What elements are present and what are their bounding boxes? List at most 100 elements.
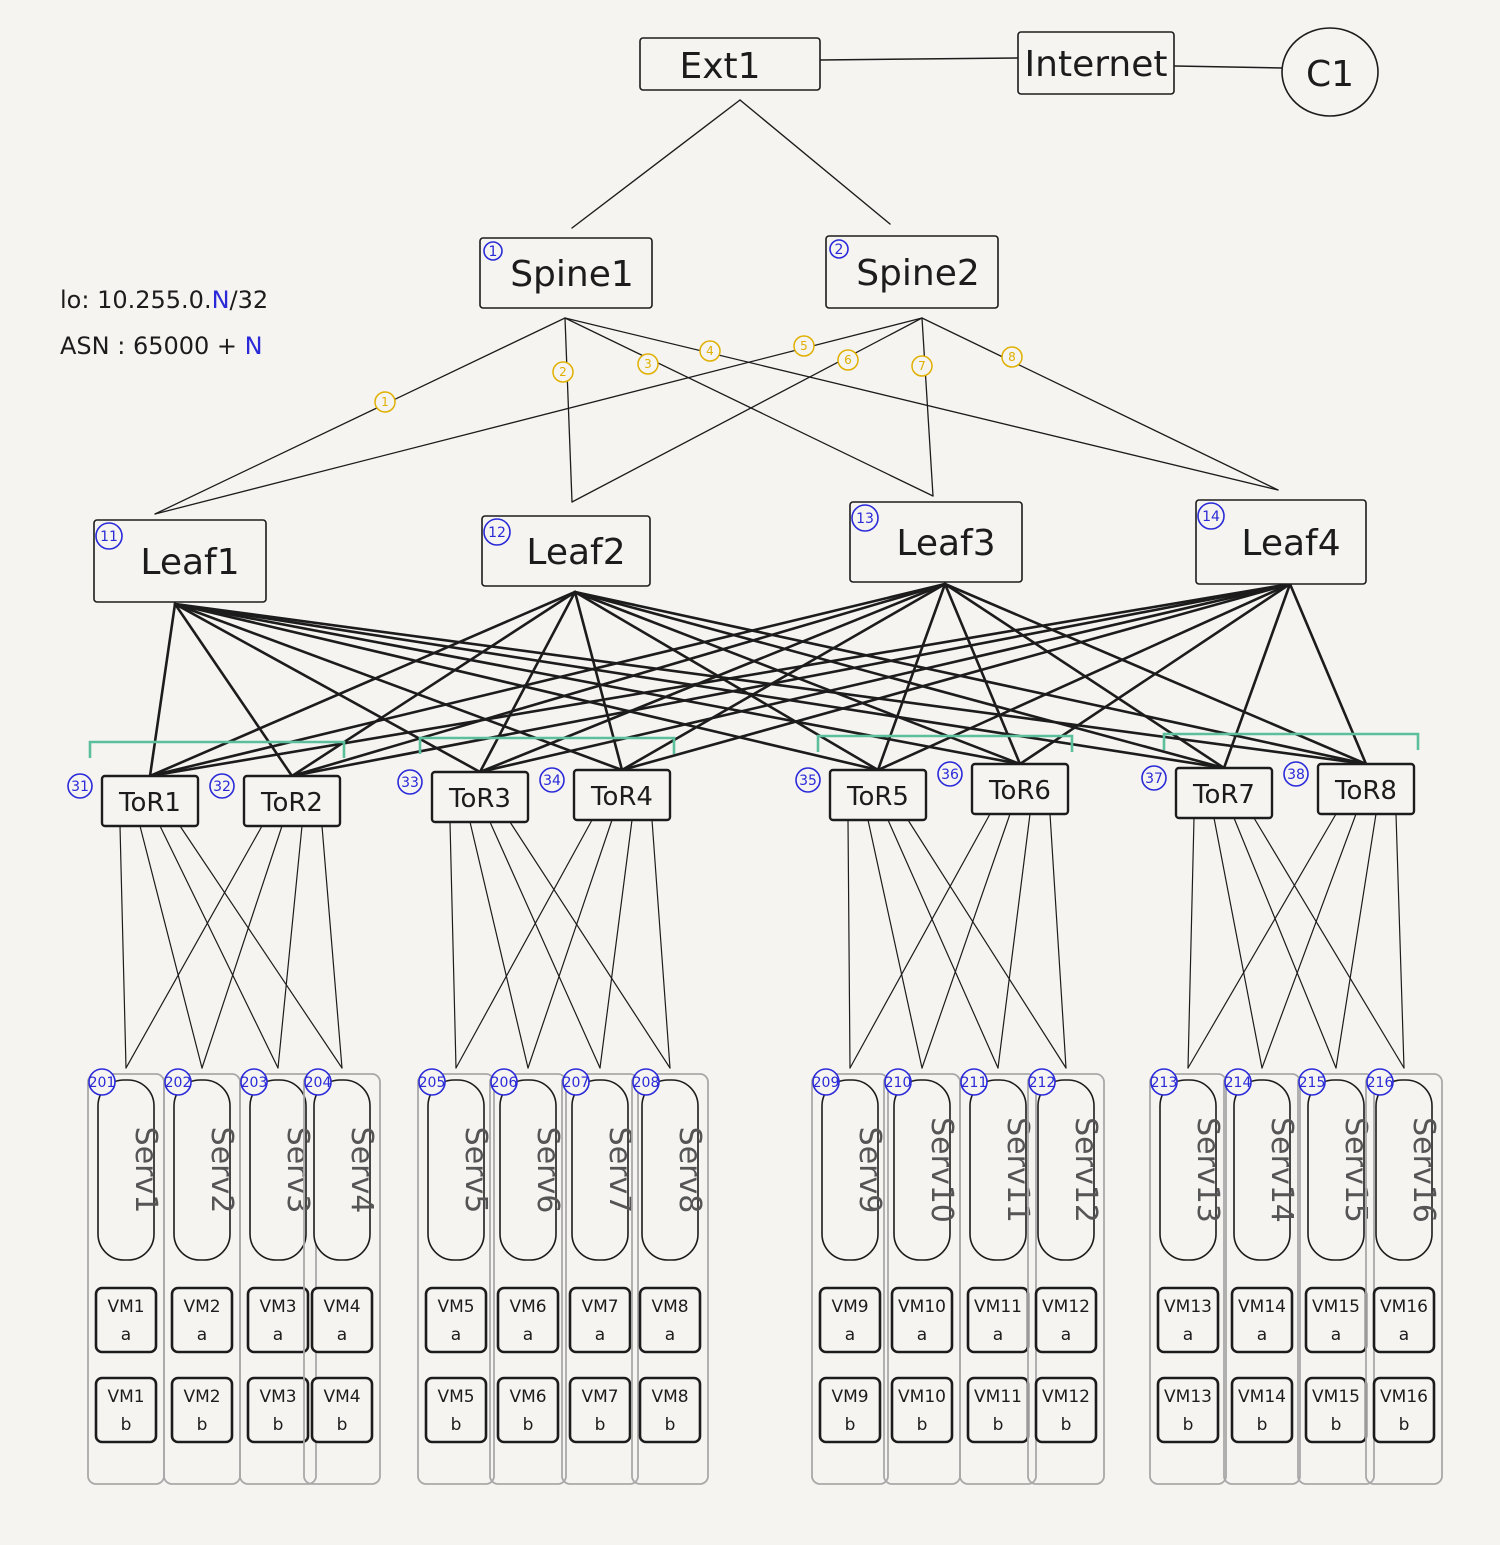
asn-note-asn-prefix: ASN : 65000 + <box>60 332 245 360</box>
tor5-serv9-link <box>847 819 851 1069</box>
tor3-serv6-link <box>469 821 529 1069</box>
spine-link-number-8: 8 <box>1001 346 1023 368</box>
tor8-number-circle <box>1283 761 1309 787</box>
server-5-number: 205 <box>419 1075 446 1091</box>
server-3-number: 203 <box>241 1075 268 1091</box>
leaf1-tor1-link <box>148 602 177 778</box>
vm-box <box>1034 1376 1098 1444</box>
leaf4-tor4-link <box>620 582 1292 772</box>
leaf2-box <box>481 515 651 587</box>
tor7-box <box>1174 766 1274 820</box>
spine1-leaf2-link <box>564 317 573 503</box>
server-10-number: 210 <box>885 1075 912 1091</box>
tor1-number-circle <box>67 773 93 799</box>
tor8-serv15-link <box>1335 813 1377 1069</box>
vm-box <box>568 1376 632 1444</box>
server-9-pill <box>821 1079 879 1261</box>
spine1-leaf4-link <box>564 317 1279 491</box>
tor8-label: ToR8 <box>1334 776 1397 806</box>
spine2-number: 2 <box>835 242 844 258</box>
ext-internet-link <box>819 57 1019 61</box>
vm-suffix: b <box>1257 1415 1268 1435</box>
vm-box <box>638 1376 702 1444</box>
spine-link-number-circle <box>374 391 396 413</box>
vm-suffix: b <box>917 1415 928 1435</box>
leaf1-number: 11 <box>100 529 118 545</box>
vm-suffix: a <box>337 1325 347 1345</box>
tor5-number-circle <box>795 767 821 793</box>
spine2-leaf1-link <box>154 317 923 515</box>
server-1-number: 201 <box>89 1075 116 1091</box>
vm-name: VM4 <box>323 1297 360 1317</box>
vm-name: VM1 <box>107 1297 144 1317</box>
tor2-box <box>242 774 342 828</box>
vm-name: VM14 <box>1238 1297 1286 1317</box>
client-c1-ellipse <box>1281 27 1379 117</box>
server-15-label: Serv15 <box>1338 1117 1373 1223</box>
tor4-number: 34 <box>543 773 561 789</box>
vm-box <box>1372 1286 1436 1354</box>
vm-suffix: b <box>523 1415 534 1435</box>
tor-pair-bracket-4 <box>1162 732 1420 750</box>
server-14-vm-a: VM14 a <box>1230 1286 1294 1354</box>
vm-suffix: a <box>1331 1325 1341 1345</box>
server-12-number: 212 <box>1029 1075 1056 1091</box>
tor-pair-bracket-2 <box>418 736 676 754</box>
server-5-number-circle <box>418 1068 446 1096</box>
vm-suffix: a <box>1257 1325 1267 1345</box>
vm-suffix: b <box>595 1415 606 1435</box>
tor4-serv6-link <box>527 819 613 1069</box>
vm-suffix: b <box>273 1415 284 1435</box>
vm-suffix: b <box>1061 1415 1072 1435</box>
server-9-number: 209 <box>813 1075 840 1091</box>
vm-name: VM2 <box>183 1297 220 1317</box>
vm-box <box>424 1376 488 1444</box>
leaf2-tor7-link <box>573 590 1226 770</box>
tor5-box <box>828 768 928 822</box>
server-2-number-circle <box>164 1068 192 1096</box>
tor7-number-circle <box>1141 765 1167 791</box>
server-9-rack-outline <box>811 1073 889 1485</box>
server-11-rack-outline <box>959 1073 1037 1485</box>
spine-link-number-7: 7 <box>911 355 933 377</box>
tor6-label: ToR6 <box>988 776 1051 806</box>
spine-link-number-3: 3 <box>637 353 659 375</box>
vm-name: VM6 <box>509 1387 546 1407</box>
server-14-pill <box>1233 1079 1291 1261</box>
tor2-number: 32 <box>213 779 231 795</box>
leaf2-tor1-link <box>148 590 577 778</box>
vm-box <box>496 1286 560 1354</box>
spine1-label: Spine1 <box>510 254 634 295</box>
leaf1-tor3-link <box>173 602 482 774</box>
server-16-number: 216 <box>1367 1075 1394 1091</box>
spine2-label: Spine2 <box>856 253 980 294</box>
vm-name: VM6 <box>509 1297 546 1317</box>
spine-link-number-circle <box>637 353 659 375</box>
server-2-pill <box>173 1079 231 1261</box>
vm-name: VM8 <box>651 1387 688 1407</box>
spine2-leaf4-link <box>921 317 1279 491</box>
server-13-rack-outline <box>1149 1073 1227 1485</box>
vm-name: VM4 <box>323 1387 360 1407</box>
leaf3-tor4-link <box>620 582 947 772</box>
vm-name: VM10 <box>898 1387 946 1407</box>
server-2-label: Serv2 <box>204 1127 239 1214</box>
vm-box <box>1372 1376 1436 1444</box>
leaf2-tor8-link <box>573 590 1368 766</box>
leaf3-number: 13 <box>856 511 874 527</box>
loopback-note: lo: 10.255.0.N/32 <box>60 286 268 314</box>
server-3-pill <box>249 1079 307 1261</box>
server-6-vm-b: VM6 b <box>496 1376 560 1444</box>
loopback-note-lo-prefix: lo: 10.255.0. <box>60 286 212 314</box>
